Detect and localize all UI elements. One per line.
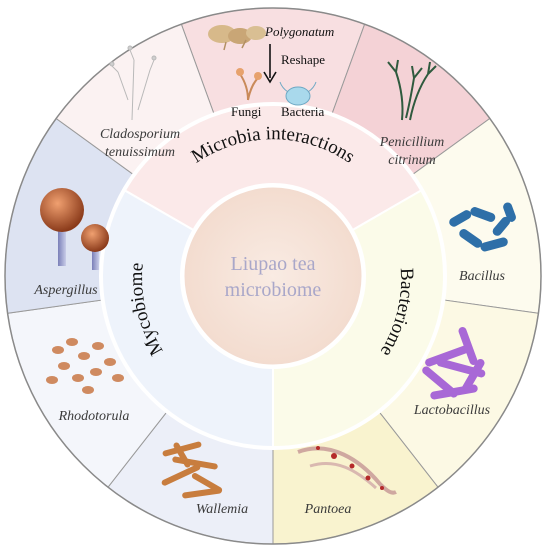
aspergillus-label: Aspergillus (33, 283, 98, 298)
middle-ring (99, 102, 447, 450)
fungi-label: Fungi (231, 104, 262, 119)
cladosporium-label-line2: tenuissimum (105, 145, 175, 160)
penicillium-label-line2: citrinum (388, 153, 435, 168)
outer-border (4, 7, 542, 545)
lactobacillus-illustration (422, 326, 486, 400)
penicillium-illustration (387, 59, 437, 121)
wallemia-label: Wallemia (196, 502, 248, 517)
penicillium-label-line1: Penicillium (379, 135, 445, 150)
wallemia-illustration (161, 441, 223, 499)
pantoea-illustration (297, 446, 397, 495)
rhodotorula-illustration (46, 338, 124, 394)
fungi-icon (236, 68, 262, 101)
cladosporium-label-line1: Cladosporium (100, 127, 180, 142)
pantoea-label: Pantoea (304, 502, 352, 517)
arrow-head-icon (263, 71, 277, 84)
cladosporium-illustration (109, 45, 157, 121)
polygonatum-label: Polygonatum (264, 24, 334, 39)
lactobacillus-label: Lactobacillus (413, 403, 491, 418)
ring-separator (99, 102, 447, 450)
bacteria-label: Bacteria (281, 104, 325, 119)
center-title-line2: microbiome (225, 279, 322, 301)
center-title-line1: Liupao tea (231, 253, 316, 275)
aspergillus-illustration (40, 188, 109, 270)
bacillus-illustration (449, 202, 516, 252)
polygonatum-illustration (208, 25, 266, 51)
center-circle (181, 184, 365, 368)
bacteria-icon (279, 81, 317, 106)
reshape-label: Reshape (281, 52, 325, 67)
rhodotorula-label: Rhodotorula (58, 409, 130, 424)
bacillus-label: Bacillus (459, 269, 505, 284)
